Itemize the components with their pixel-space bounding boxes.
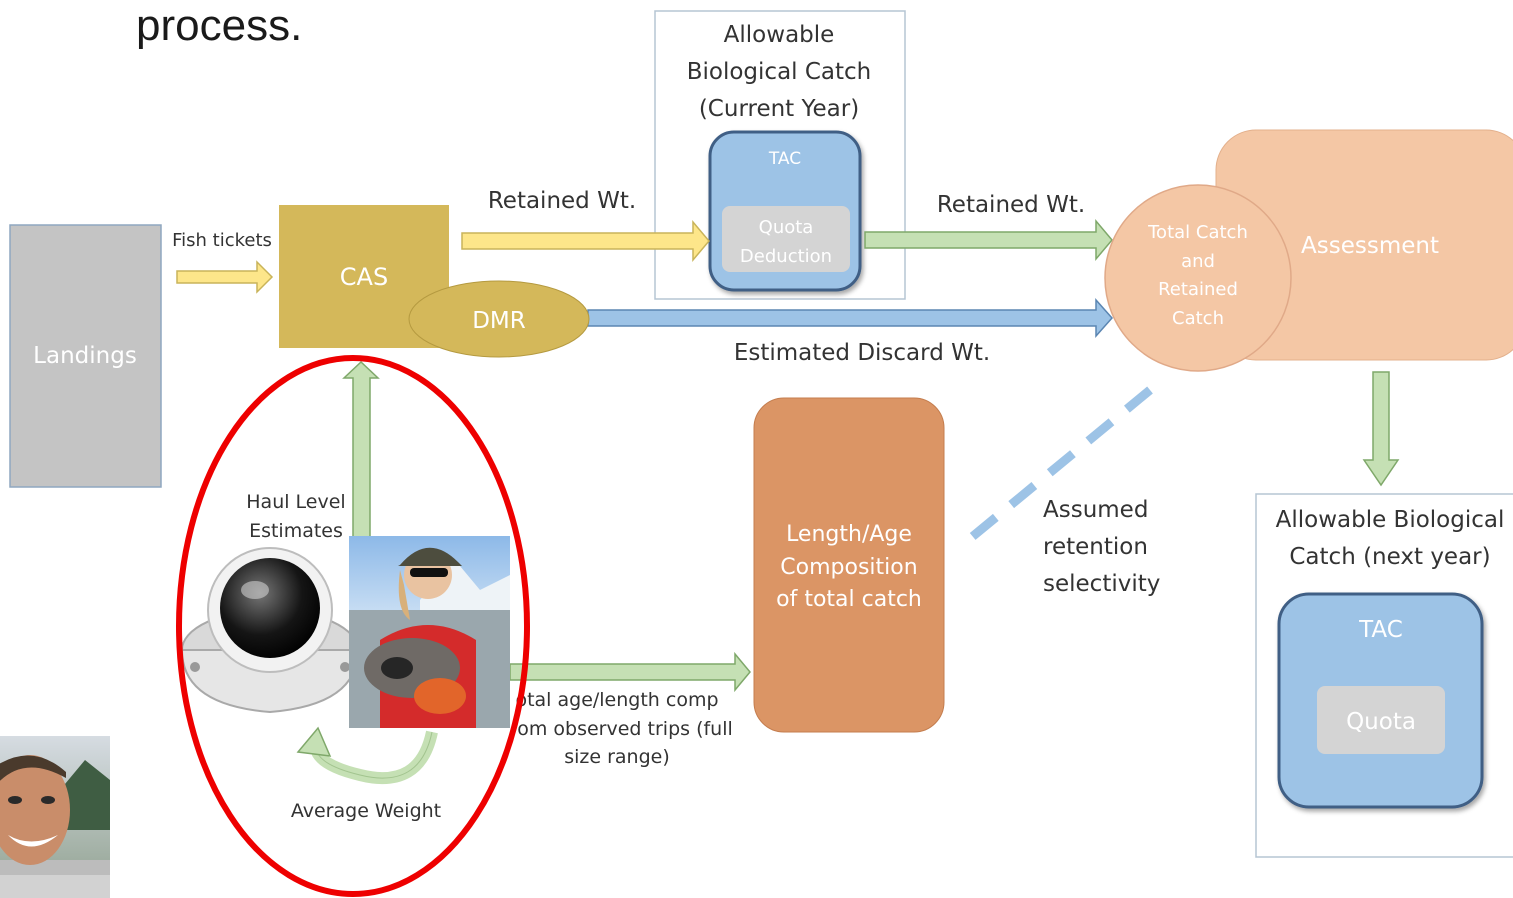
assumed-line2: retention xyxy=(1043,534,1148,560)
retained-wt-right-label: Retained Wt. xyxy=(937,192,1085,218)
total-catch-line2: and xyxy=(1181,251,1215,272)
length-age-line1: Length/Age xyxy=(786,522,912,547)
retained-wt-right-arrow xyxy=(864,218,1113,262)
presenter-photo xyxy=(0,736,110,898)
highlight-ellipse xyxy=(176,355,530,897)
total-catch-circle xyxy=(1104,184,1292,372)
comp-line2: om observed trips (full xyxy=(517,718,733,740)
cas-label: CAS xyxy=(340,263,388,291)
total-catch-line3: Retained xyxy=(1158,279,1238,300)
average-weight-curve-arrow xyxy=(310,730,438,785)
fish-tickets-arrow xyxy=(176,260,274,294)
assessment-label: Assessment xyxy=(1301,233,1439,259)
abc-next-line1: Allowable Biological xyxy=(1276,507,1505,533)
assumed-line1: Assumed xyxy=(1043,497,1148,523)
comp-line3: size range) xyxy=(564,746,670,768)
quota-next-label: Quota xyxy=(1346,709,1416,735)
retained-wt-left-arrow xyxy=(461,219,710,263)
camera-dome-photo xyxy=(180,547,360,714)
slide-heading: process. xyxy=(136,1,303,50)
total-catch-line1: Total Catch xyxy=(1147,222,1248,243)
observer-fish-photo xyxy=(349,536,510,728)
dmr-ellipse xyxy=(408,280,590,358)
haul-level-up-arrow xyxy=(342,360,380,541)
tac-next-label: TAC xyxy=(1358,617,1403,643)
estimated-discard-label: Estimated Discard Wt. xyxy=(734,340,990,366)
assumed-line3: selectivity xyxy=(1043,571,1160,597)
dmr-label: DMR xyxy=(472,308,526,334)
landings-box xyxy=(9,224,162,488)
haul-level-line1: Haul Level xyxy=(246,491,345,513)
quota-deduction-line1: Quota xyxy=(759,217,814,238)
haul-level-line2: Estimates xyxy=(249,520,343,542)
quota-next-box xyxy=(1317,686,1445,754)
fish-tickets-label: Fish tickets xyxy=(172,230,272,251)
abc-current-line3: (Current Year) xyxy=(699,96,859,122)
total-catch-line4: Catch xyxy=(1172,308,1224,329)
assumed-selectivity-dashed-line xyxy=(969,386,1153,541)
tac-current-label: TAC xyxy=(768,149,801,169)
assessment-down-arrow xyxy=(1362,371,1400,487)
comp-line1: otal age/length comp xyxy=(515,689,718,711)
estimated-discard-arrow xyxy=(587,298,1114,338)
comp-to-length-arrow xyxy=(509,651,751,693)
length-age-box xyxy=(753,397,945,733)
abc-current-line1: Allowable xyxy=(724,22,835,48)
quota-deduction-line2: Deduction xyxy=(740,246,832,267)
abc-next-line2: Catch (next year) xyxy=(1289,544,1490,570)
average-weight-arrowhead xyxy=(296,726,332,757)
quota-deduction-box xyxy=(722,206,850,272)
length-age-line2: Composition xyxy=(780,555,917,580)
average-weight-label: Average Weight xyxy=(291,800,441,822)
retained-wt-left-label: Retained Wt. xyxy=(488,188,636,214)
length-age-line3: of total catch xyxy=(776,587,922,612)
average-weight-curve-outline xyxy=(315,731,433,779)
landings-label: Landings xyxy=(33,343,137,369)
abc-current-line2: Biological Catch xyxy=(687,59,872,85)
